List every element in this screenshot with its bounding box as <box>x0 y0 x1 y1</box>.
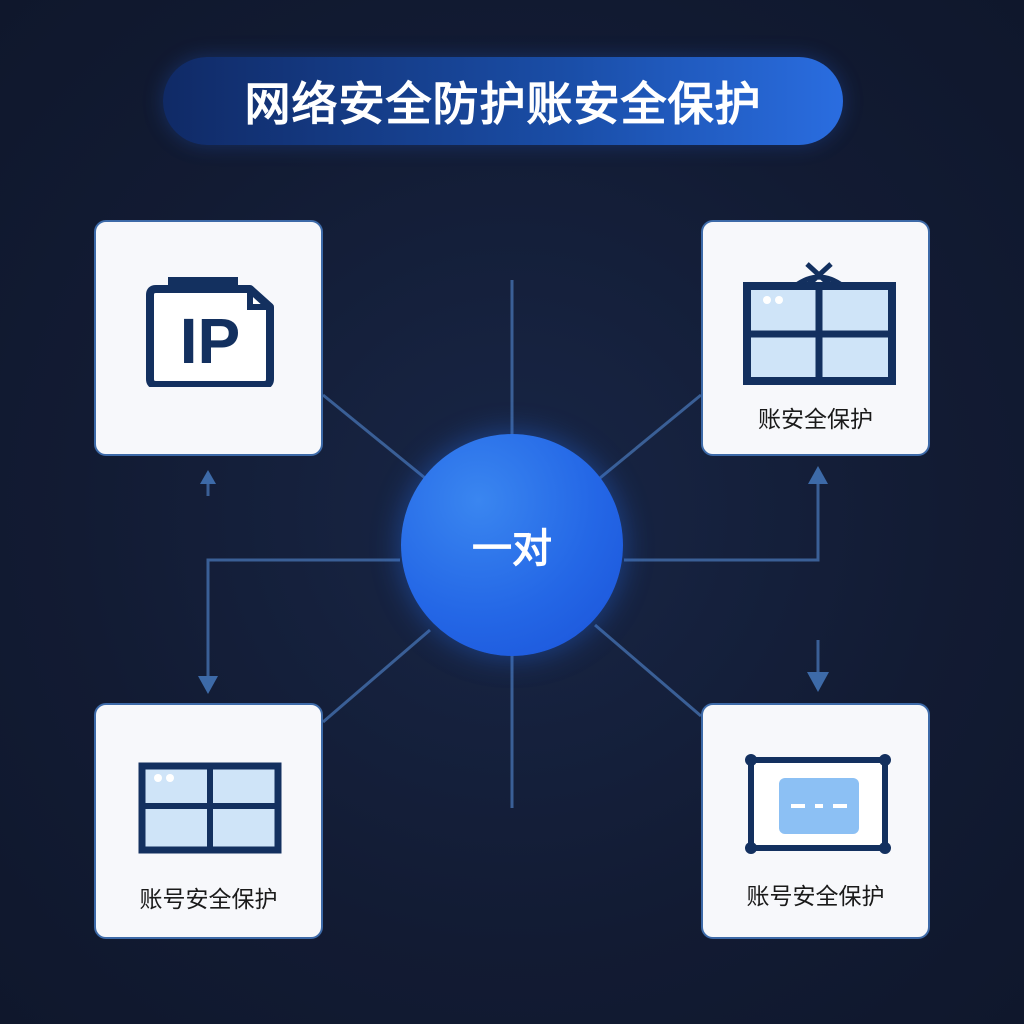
ip-icon-text: IP <box>180 305 240 377</box>
card-account-security-2[interactable]: 账号安全保护 <box>94 703 323 939</box>
screen-frame-icon <box>745 754 891 854</box>
card-account-security-3[interactable]: 账号安全保护 <box>701 703 930 939</box>
diagonal-line-tr <box>599 393 702 480</box>
card-label: 账号安全保护 <box>746 884 885 910</box>
card-account-security-1[interactable]: 账安全保护 <box>701 220 930 456</box>
central-hub[interactable]: 一对 <box>401 434 623 656</box>
page-title: 网络安全防护账安全保护 <box>163 57 843 145</box>
arrow-up-icon <box>200 470 216 484</box>
gift-window-icon <box>743 262 896 385</box>
arrow-down-icon <box>807 672 829 692</box>
arrow-up-icon <box>808 466 828 484</box>
arrow-down-icon <box>198 676 218 694</box>
window-grid-icon <box>138 762 282 854</box>
diagonal-line-br <box>594 623 702 718</box>
diagonal-line-bl <box>322 628 431 724</box>
connector-left <box>206 558 400 680</box>
diagonal-line-tl <box>322 393 426 480</box>
ip-document-icon: IP <box>146 277 274 387</box>
card-ip[interactable]: IP <box>94 220 323 456</box>
connector-right <box>624 480 820 562</box>
card-label: 账号安全保护 <box>139 887 278 913</box>
card-label: 账安全保护 <box>758 407 873 433</box>
